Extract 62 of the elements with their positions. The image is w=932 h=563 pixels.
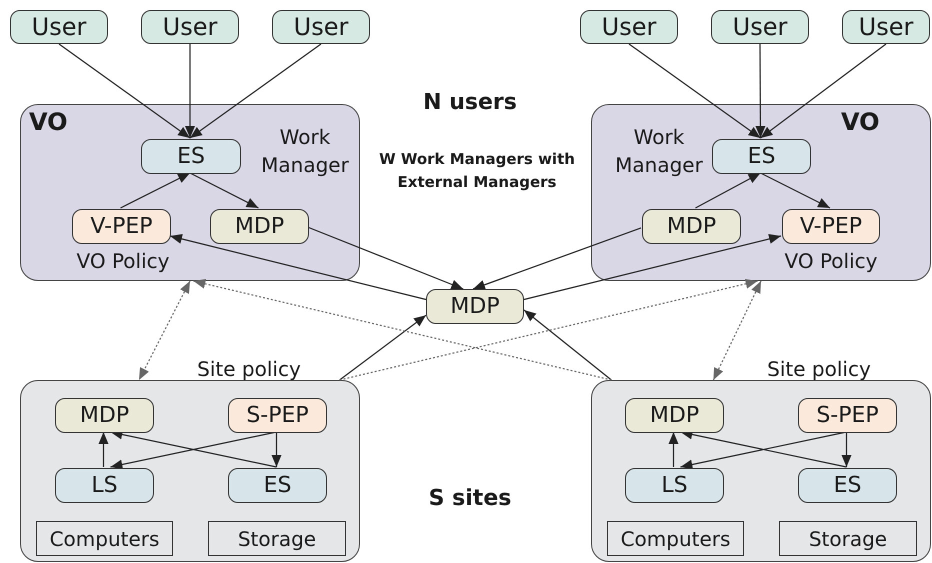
dotted-arrow (138, 280, 191, 380)
panel-heading: Site policy (196, 358, 302, 380)
caption-text: VO Policy (76, 248, 170, 275)
arrow (98, 432, 108, 467)
caption-text: Work Manager (614, 124, 704, 179)
service-box: LS (625, 468, 724, 503)
user-box: User (711, 10, 809, 44)
user-box: User (842, 10, 930, 44)
dotted-arrow (193, 278, 612, 381)
dotted-arrow (712, 280, 762, 380)
mdp-box: MDP (55, 398, 154, 433)
panel-title: VO (29, 109, 69, 136)
panel-heading: Site policy (766, 358, 872, 380)
service-box: ES (141, 139, 241, 174)
arrow (760, 44, 886, 138)
arrow (755, 44, 766, 138)
mdp-box: MDP (625, 398, 724, 433)
mdp-box: MDP (426, 289, 524, 324)
arrow (842, 432, 852, 467)
user-box: User (272, 10, 370, 44)
service-box: ES (712, 139, 811, 174)
arrow (190, 172, 259, 209)
arrow (628, 44, 761, 138)
dotted-arrow (339, 278, 758, 381)
arrow (339, 314, 426, 380)
policy-box: S-PEP (228, 398, 327, 433)
user-box: User (141, 10, 239, 44)
policy-box: S-PEP (798, 398, 897, 433)
caption-text: Work Manager (260, 124, 350, 179)
arrow (524, 234, 782, 300)
resource-box: Storage (208, 521, 346, 556)
arrow (170, 234, 426, 300)
arrow (190, 44, 322, 138)
arrow (58, 44, 190, 138)
arrow (472, 227, 642, 290)
vo-panel (591, 104, 931, 281)
service-box: ES (798, 468, 897, 503)
panel-title: VO (841, 109, 881, 136)
arrow (185, 44, 195, 138)
policy-box: V-PEP (72, 209, 171, 244)
note-text: W Work Managers with External Managers (378, 149, 576, 192)
arrow (524, 310, 612, 380)
caption-text: VO Policy (784, 248, 878, 275)
policy-box: V-PEP (782, 209, 880, 244)
note-text: N users (422, 89, 518, 117)
arrow (668, 432, 678, 467)
user-box: User (10, 10, 108, 44)
resource-box: Computers (607, 521, 744, 556)
service-box: ES (228, 468, 327, 503)
mdp-box: MDP (210, 209, 309, 244)
user-box: User (580, 10, 678, 44)
service-box: LS (55, 468, 154, 503)
arrow (760, 172, 830, 209)
resource-box: Computers (36, 521, 173, 556)
arrow (308, 226, 464, 290)
arrow (695, 172, 761, 209)
resource-box: Storage (779, 521, 917, 556)
vo-panel (20, 104, 360, 281)
mdp-box: MDP (642, 209, 741, 244)
note-text: S sites (428, 485, 512, 513)
arrow (272, 432, 282, 467)
arrow (120, 172, 190, 209)
